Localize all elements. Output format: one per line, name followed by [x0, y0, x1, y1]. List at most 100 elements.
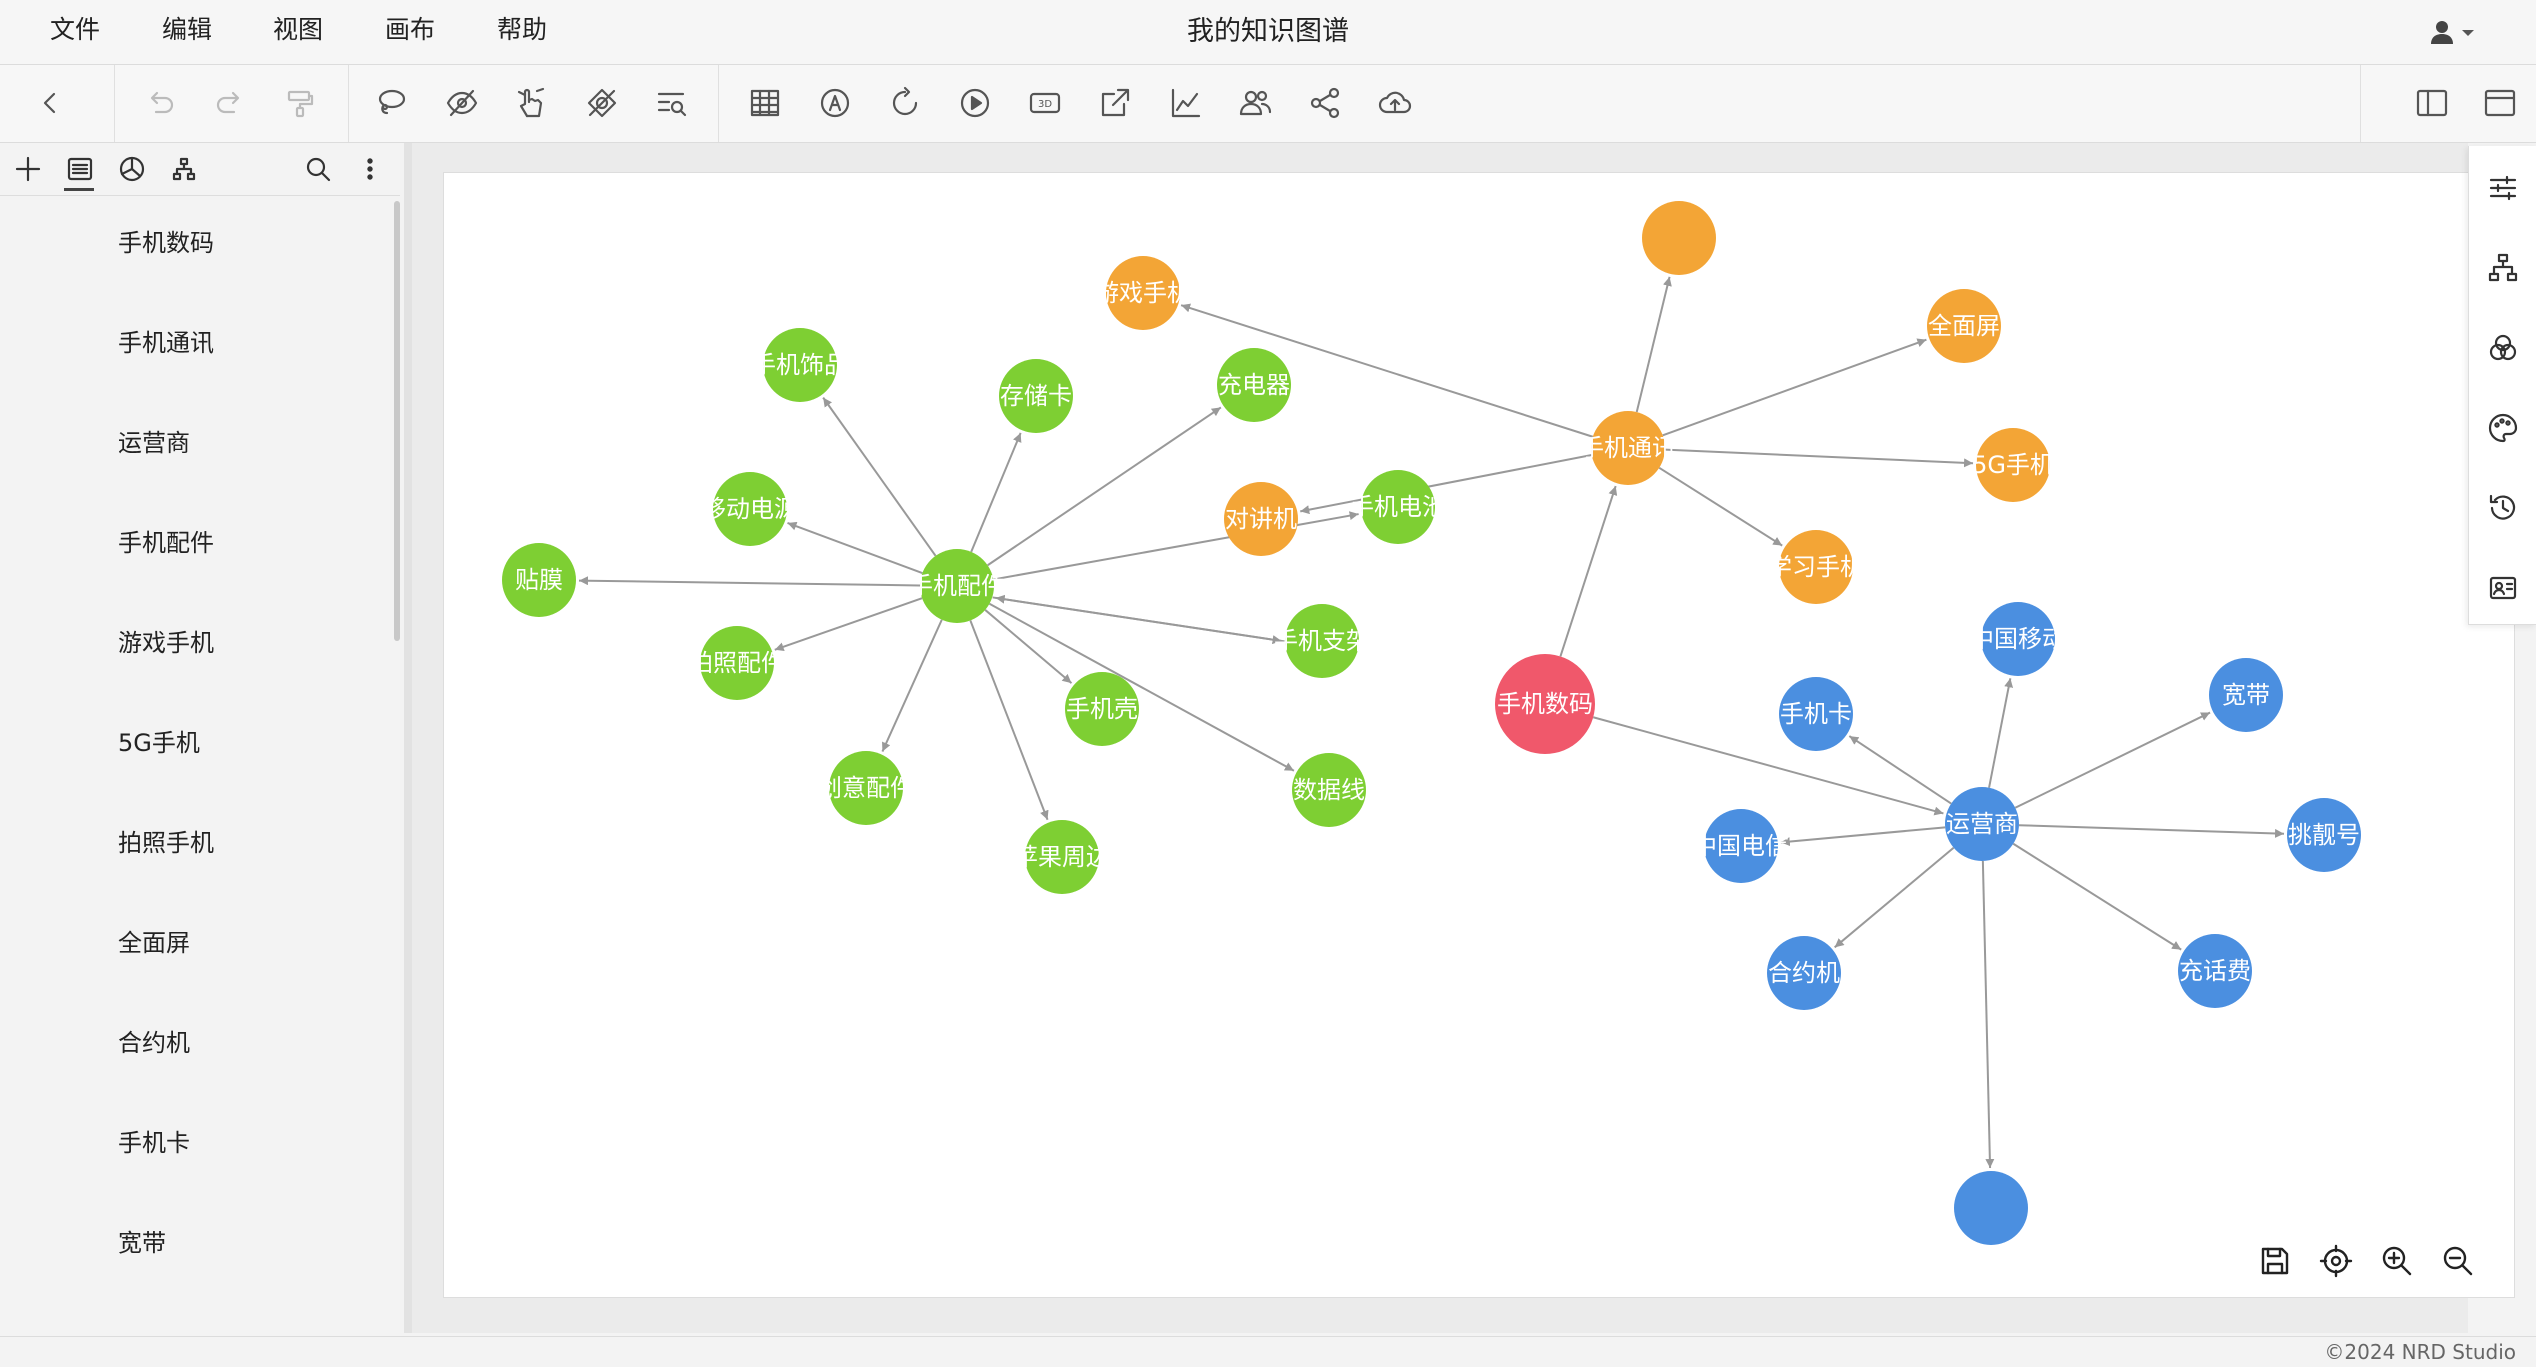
auto-layout-button[interactable]	[815, 83, 855, 123]
graph-edge[interactable]	[881, 619, 943, 752]
graph-node-circle[interactable]	[1767, 936, 1841, 1010]
3d-button[interactable]: 3D	[1025, 83, 1065, 123]
graph-node-circle[interactable]	[1591, 411, 1665, 485]
pie-chart-button[interactable]	[114, 151, 150, 187]
graph-node-circle[interactable]	[700, 626, 774, 700]
graph-node-circle[interactable]	[1642, 201, 1716, 275]
graph-edge[interactable]	[992, 596, 1282, 645]
menu-file[interactable]: 文件	[50, 15, 101, 44]
graph-edge[interactable]	[1180, 303, 1594, 438]
sidebar-node-item[interactable]: 合约机	[118, 1029, 190, 1057]
graph-node-circle[interactable]	[1981, 602, 2055, 676]
zoom-out-button[interactable]	[2438, 1241, 2478, 1281]
filter-search-button[interactable]	[652, 83, 692, 123]
graph-node[interactable]: 全面屏	[1927, 289, 2001, 363]
graph-node[interactable]: 创意配件	[818, 751, 914, 825]
graph-edge[interactable]	[2012, 842, 2182, 951]
sidebar-node-item[interactable]: 游戏手机	[118, 629, 214, 657]
graph-edge[interactable]	[988, 602, 1295, 772]
menu-canvas[interactable]: 画布	[385, 15, 436, 44]
graph-node[interactable]: 数据线	[1292, 753, 1366, 827]
graph-node-circle[interactable]	[1704, 809, 1778, 883]
sidebar-node-item[interactable]: 宽带	[118, 1229, 166, 1257]
graph-node[interactable]: 手机卡	[1779, 677, 1853, 751]
graph-node-circle[interactable]	[1779, 677, 1853, 751]
graph-edge[interactable]	[787, 521, 923, 575]
graph-node[interactable]: 中国移动	[1970, 602, 2066, 676]
graph-edge[interactable]	[984, 609, 1073, 684]
sidebar-node-item[interactable]: 手机卡	[118, 1129, 190, 1157]
sidebar-node-item[interactable]: 全面屏	[118, 929, 190, 957]
graph-edge[interactable]	[987, 406, 1222, 567]
graph-node-circle[interactable]	[1224, 482, 1298, 556]
graph-node[interactable]: 充电器	[1217, 348, 1291, 422]
graph-node[interactable]: 手机电池	[1350, 470, 1446, 544]
graph-node-circle[interactable]	[1976, 428, 2050, 502]
toggle-panel-button[interactable]	[2480, 83, 2520, 123]
graph-node-circle[interactable]	[920, 549, 994, 623]
graph-edge[interactable]	[2018, 824, 2285, 838]
palette-button[interactable]	[2485, 410, 2521, 446]
graph-node[interactable]: 手机通讯	[1580, 411, 1676, 485]
graph-node[interactable]: 对讲机	[1224, 482, 1298, 556]
graph-node[interactable]: 移动电源	[702, 472, 798, 546]
add-node-button[interactable]	[10, 151, 46, 187]
graph-node[interactable]: 手机支架	[1274, 604, 1370, 678]
graph-node[interactable]: 宽带	[2209, 658, 2283, 732]
graph-node[interactable]: 拍照配件	[689, 626, 785, 700]
graph-node-circle[interactable]	[1945, 787, 2019, 861]
graph-node[interactable]	[1954, 1171, 2028, 1245]
graph-edge[interactable]	[1664, 448, 1974, 468]
graph-node[interactable]: 苹果周边	[1014, 820, 1110, 894]
graph-node[interactable]: 手机壳	[1065, 672, 1139, 746]
graph-node-circle[interactable]	[2287, 798, 2361, 872]
user-menu[interactable]	[2428, 18, 2484, 48]
sidebar-node-item[interactable]: 手机配件	[118, 529, 214, 557]
sidebar-node-item[interactable]: 拍照手机	[118, 829, 214, 857]
graph-node[interactable]	[1642, 201, 1716, 275]
play-button[interactable]	[955, 83, 995, 123]
line-chart-button[interactable]	[1165, 83, 1205, 123]
graph-edge[interactable]	[1592, 716, 1944, 816]
zoom-in-button[interactable]	[2377, 1241, 2417, 1281]
graph-edge[interactable]	[1780, 826, 1946, 847]
graph-edge[interactable]	[970, 432, 1022, 553]
settings-button[interactable]	[2485, 170, 2521, 206]
graph-node-circle[interactable]	[763, 328, 837, 402]
graph-node-circle[interactable]	[829, 751, 903, 825]
clear-selection-button[interactable]	[582, 83, 622, 123]
graph-node[interactable]: 合约机	[1767, 936, 1841, 1010]
graph-edge[interactable]	[1981, 860, 1995, 1169]
graph-node-circle[interactable]	[1106, 256, 1180, 330]
back-button[interactable]	[30, 83, 70, 123]
toggle-sidebar-button[interactable]	[2412, 83, 2452, 123]
graph-edge[interactable]	[1662, 338, 1927, 437]
graph-node-circle[interactable]	[1927, 289, 2001, 363]
contact-card-button[interactable]	[2485, 570, 2521, 606]
graph-node-circle[interactable]	[1292, 753, 1366, 827]
graph-edge[interactable]	[822, 397, 937, 557]
menu-help[interactable]: 帮助	[497, 15, 548, 44]
graph-node-circle[interactable]	[1779, 530, 1853, 604]
color-button[interactable]	[2485, 330, 2521, 366]
graph-node[interactable]: 充话费	[2178, 934, 2252, 1008]
export-button[interactable]	[1095, 83, 1135, 123]
graph-node-circle[interactable]	[1065, 672, 1139, 746]
redo-button[interactable]	[210, 83, 250, 123]
graph-edge[interactable]	[1559, 485, 1618, 657]
graph-node-circle[interactable]	[1954, 1171, 2028, 1245]
knowledge-graph[interactable]: 手机数码手机配件手机通讯运营商手机饰品存储卡充电器移动电源手机电池贴膜手机支架拍…	[444, 173, 2514, 1297]
graph-node-circle[interactable]	[999, 359, 1073, 433]
graph-node[interactable]: 存储卡	[999, 359, 1073, 433]
share-button[interactable]	[1305, 83, 1345, 123]
graph-node[interactable]: 中国电信	[1693, 809, 1789, 883]
graph-node-circle[interactable]	[502, 543, 576, 617]
graph-edge[interactable]	[2014, 711, 2211, 809]
sidebar-node-item[interactable]: 手机通讯	[118, 329, 214, 357]
locate-button[interactable]	[2316, 1241, 2356, 1281]
graph-edge[interactable]	[993, 511, 1359, 581]
graph-node[interactable]: 手机配件	[909, 549, 1005, 623]
hide-button[interactable]	[442, 83, 482, 123]
graph-node[interactable]: 挑靓号	[2287, 798, 2361, 872]
graph-edge[interactable]	[1658, 466, 1783, 547]
